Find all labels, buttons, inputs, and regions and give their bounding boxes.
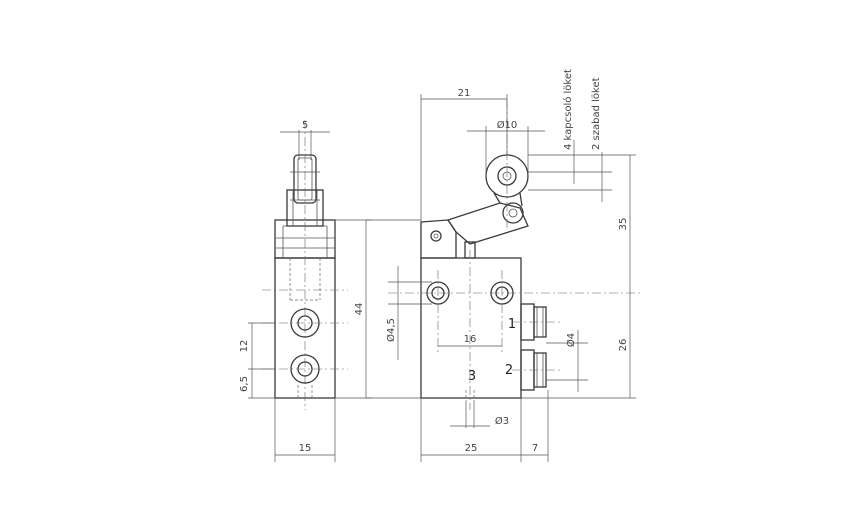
dim-front-26: 26	[618, 339, 629, 352]
dim-free-stroke: 2 szabad löket	[591, 77, 602, 150]
port-2-label: 2	[505, 363, 513, 378]
dim-front-25: 25	[465, 443, 478, 454]
dim-side-15: 15	[299, 443, 312, 454]
dim-side-12: 12	[239, 340, 250, 353]
dim-switch-stroke: 4 kapcsoló löket	[562, 69, 574, 150]
dim-front-d4: Ø4	[565, 333, 577, 347]
dim-front-16: 16	[464, 334, 477, 345]
port-3-label: 3	[468, 369, 476, 384]
dim-front-d4-5: Ø4,5	[385, 318, 397, 342]
side-view: 5 44 12 6,5 15	[239, 120, 372, 462]
fitting-port-2	[512, 349, 560, 391]
dim-side-44: 44	[354, 303, 365, 316]
port-1-label: 1	[508, 317, 516, 332]
dim-side-6-5: 6,5	[239, 376, 250, 392]
front-head	[420, 219, 457, 259]
dim-front-d3: Ø3	[495, 415, 509, 427]
fitting-port-1	[512, 303, 560, 341]
front-view: 1 2 3 21 Ø10 4 kapcsoló löket 2 szabad l…	[366, 69, 640, 462]
dim-front-35: 35	[618, 218, 629, 231]
dim-front-7: 7	[532, 443, 538, 454]
dim-side-5: 5	[302, 120, 308, 131]
dim-front-d10: Ø10	[497, 119, 518, 131]
dim-front-21: 21	[458, 88, 471, 99]
front-lever-arm	[446, 202, 529, 245]
